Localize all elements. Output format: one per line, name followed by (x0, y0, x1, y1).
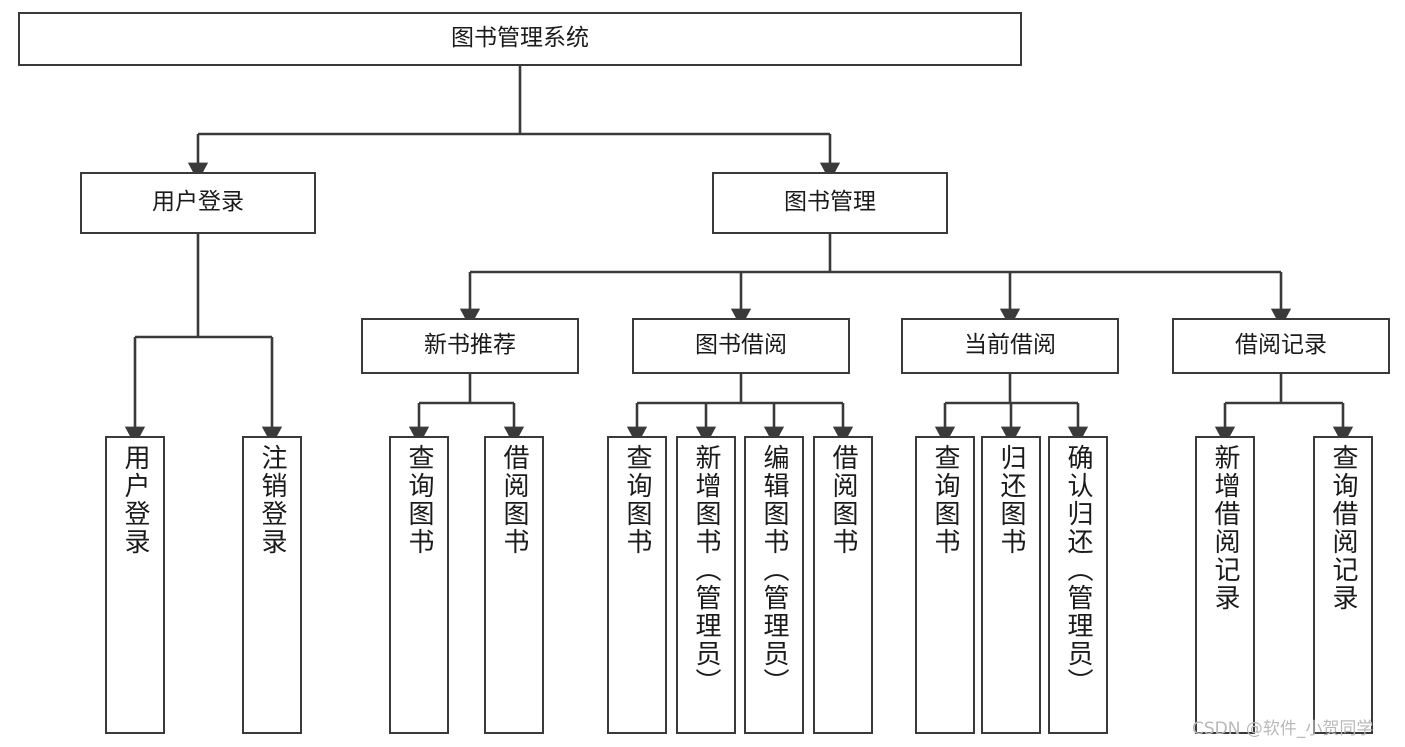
leaf-confirm-return-label: 确认归还（管理员） (1063, 444, 1093, 696)
node-borrow-record-label: 借阅记录 (1235, 332, 1327, 359)
leaf-user-login-label: 用户登录 (120, 444, 150, 556)
leaf-query-book-1[interactable]: 查询图书 (389, 436, 449, 734)
node-user-login-label: 用户登录 (152, 189, 244, 216)
node-current-borrow-label: 当前借阅 (964, 332, 1056, 359)
node-current-borrow[interactable]: 当前借阅 (901, 318, 1119, 374)
leaf-query-book-3[interactable]: 查询图书 (915, 436, 975, 734)
leaf-user-login[interactable]: 用户登录 (105, 436, 165, 734)
leaf-add-book-label: 新增图书（管理员） (691, 444, 721, 696)
leaf-query-borrow-record-label: 查询借阅记录 (1328, 444, 1358, 612)
leaf-borrow-book-2[interactable]: 借阅图书 (813, 436, 873, 734)
leaf-query-book-3-label: 查询图书 (930, 444, 960, 556)
leaf-return-book-label: 归还图书 (996, 444, 1026, 556)
node-book-manage[interactable]: 图书管理 (712, 172, 948, 234)
leaf-borrow-book-1[interactable]: 借阅图书 (484, 436, 544, 734)
node-new-book-recommend-label: 新书推荐 (424, 332, 516, 359)
leaf-confirm-return[interactable]: 确认归还（管理员） (1048, 436, 1108, 734)
leaf-add-book[interactable]: 新增图书（管理员） (676, 436, 736, 734)
leaf-edit-book-label: 编辑图书（管理员） (759, 444, 789, 696)
leaf-borrow-book-2-label: 借阅图书 (828, 444, 858, 556)
leaf-edit-book[interactable]: 编辑图书（管理员） (744, 436, 804, 734)
node-root-label: 图书管理系统 (451, 25, 589, 52)
node-book-borrow[interactable]: 图书借阅 (632, 318, 850, 374)
leaf-add-borrow-record[interactable]: 新增借阅记录 (1195, 436, 1255, 734)
node-borrow-record[interactable]: 借阅记录 (1172, 318, 1390, 374)
leaf-query-book-2[interactable]: 查询图书 (607, 436, 667, 734)
csdn-watermark: CSDN @软件_小贺同学 (1192, 719, 1374, 739)
leaf-return-book[interactable]: 归还图书 (981, 436, 1041, 734)
node-new-book-recommend[interactable]: 新书推荐 (361, 318, 579, 374)
leaf-query-book-2-label: 查询图书 (622, 444, 652, 556)
leaf-add-borrow-record-label: 新增借阅记录 (1210, 444, 1240, 612)
node-user-login[interactable]: 用户登录 (80, 172, 316, 234)
node-root[interactable]: 图书管理系统 (18, 12, 1022, 66)
leaf-query-borrow-record[interactable]: 查询借阅记录 (1313, 436, 1373, 734)
leaf-logout-label: 注销登录 (257, 444, 287, 556)
leaf-query-book-1-label: 查询图书 (404, 444, 434, 556)
node-book-borrow-label: 图书借阅 (695, 332, 787, 359)
node-book-manage-label: 图书管理 (784, 189, 876, 216)
leaf-borrow-book-1-label: 借阅图书 (499, 444, 529, 556)
leaf-logout[interactable]: 注销登录 (242, 436, 302, 734)
